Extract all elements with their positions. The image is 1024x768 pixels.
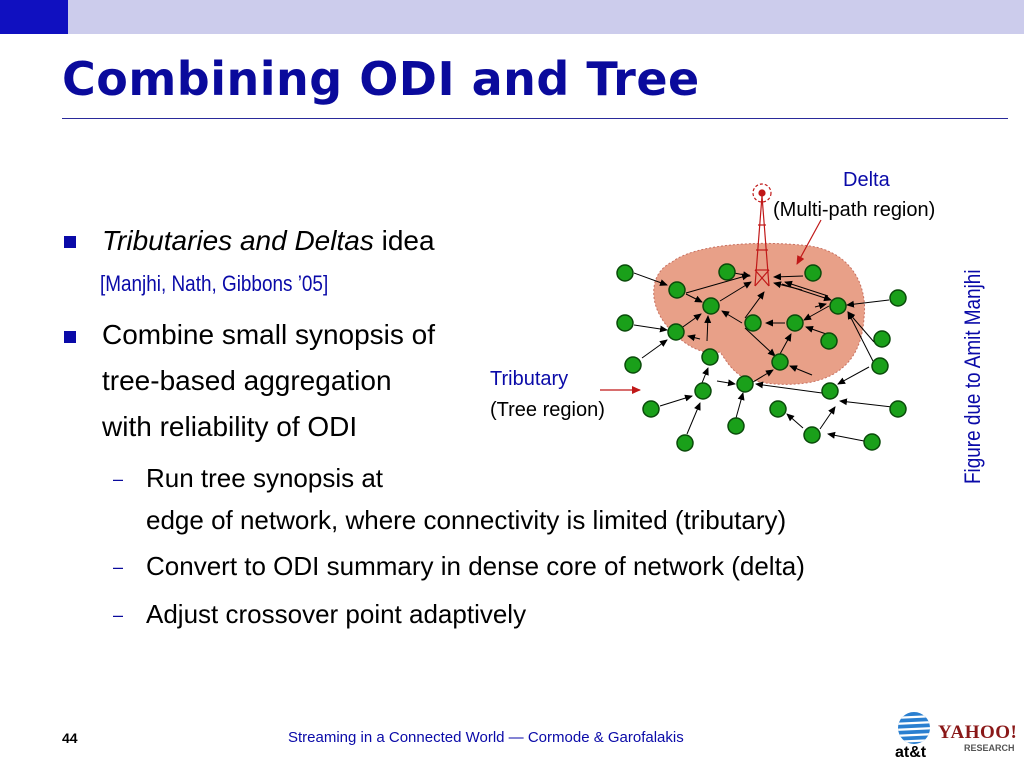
bullet-2-line-1: Combine small synopsis of [102, 319, 436, 350]
network-node [821, 382, 839, 400]
delta-sublabel: (Multi-path region) [773, 199, 936, 221]
network-node [803, 426, 821, 444]
link-arrow [716, 379, 736, 387]
link-arrow [837, 366, 870, 385]
link-arrow [701, 367, 709, 384]
link-arrow [735, 392, 745, 419]
network-node [889, 400, 907, 418]
bullet-square-icon [64, 236, 76, 248]
sub-bullet-1-line-1: Run tree synopsis at [146, 463, 384, 493]
link-arrow [846, 299, 890, 308]
tributary-label: Tributary [490, 368, 569, 390]
network-node [744, 314, 762, 332]
link-arrow [814, 302, 827, 310]
link-arrow [744, 291, 765, 319]
link-arrow [755, 381, 823, 394]
network-node [871, 357, 889, 375]
delta-label: Delta [843, 169, 890, 191]
link-arrow [733, 271, 751, 279]
network-node [727, 417, 745, 435]
header-band [0, 0, 1024, 34]
link-arrow [744, 327, 776, 357]
bullet-1-italic: Tributaries and Deltas [102, 225, 374, 256]
slide-title: Combining ODI and Tree [62, 52, 700, 106]
link-arrow [784, 280, 829, 297]
link-arrow [659, 394, 693, 407]
network-node [873, 330, 891, 348]
link-arrow [847, 311, 878, 370]
network-node [804, 264, 822, 282]
link-arrow [786, 413, 804, 429]
link-arrow [641, 339, 668, 359]
title-underline [62, 118, 1008, 119]
link-arrow [819, 406, 836, 430]
link-arrow [721, 310, 743, 324]
bullet-1-citation: [Manjhi, Nath, Gibbons ’05] [100, 271, 329, 296]
sub-bullet-2: Convert to ODI summary in dense core of … [146, 551, 805, 581]
link-arrow [839, 398, 893, 408]
network-node [642, 400, 660, 418]
network-node [676, 434, 694, 452]
link-arrow [685, 273, 750, 294]
network-node [752, 183, 772, 203]
bullet-1: Tributaries and Deltas idea [102, 227, 435, 255]
link-arrow [679, 313, 702, 330]
link-arrow [779, 333, 792, 355]
network-node [667, 323, 685, 341]
delta-region [653, 242, 866, 385]
att-logo: at&t [892, 708, 936, 764]
network-node [616, 314, 634, 332]
network-node [624, 356, 642, 374]
link-arrow [704, 315, 712, 342]
yahoo-research-text: RESEARCH [964, 743, 1015, 753]
network-node [758, 189, 766, 197]
network-node [771, 353, 789, 371]
network-node [889, 289, 907, 307]
sub-bullet-1-line-2: edge of network, where connectivity is l… [146, 505, 787, 535]
bullet-square-icon [64, 331, 76, 343]
link-arrow [633, 324, 668, 333]
network-node [820, 332, 838, 350]
figure-credit: Figure due to Amit Manjhi [960, 269, 985, 484]
network-node [701, 348, 719, 366]
link-arrow [827, 431, 865, 442]
link-arrow [633, 272, 668, 286]
antenna-tower-icon [752, 183, 772, 287]
network-node [694, 382, 712, 400]
network-node [863, 433, 881, 451]
att-logo-text: at&t [895, 744, 927, 761]
link-arrow [685, 293, 703, 303]
network-node [616, 264, 634, 282]
bullet-1-rest: idea [373, 225, 435, 256]
link-arrow [789, 365, 813, 376]
bullet-2-line-3: with reliability of ODI [102, 411, 358, 442]
footer-caption: Streaming in a Connected World — Cormode… [288, 729, 684, 746]
sub-bullet-dash-icon: – [113, 605, 124, 625]
network-node [702, 297, 720, 315]
network-node [829, 297, 847, 315]
sub-bullet-3: Adjust crossover point adaptively [146, 599, 527, 629]
link-arrow [781, 283, 832, 302]
yahoo-logo-text: YAHOO! [938, 722, 1018, 743]
link-arrow [773, 273, 804, 281]
link-arrow [752, 369, 774, 383]
delta-pointer-arrow [796, 219, 822, 265]
link-arrow [686, 402, 701, 435]
yahoo-research-logo: YAHOO! RESEARCH [938, 722, 1017, 753]
network-node [718, 263, 736, 281]
sub-bullet-dash-icon: – [113, 557, 124, 577]
tributary-sublabel: (Tree region) [490, 399, 605, 421]
network-node [736, 375, 754, 393]
page-number: 44 [62, 730, 78, 746]
link-arrow [719, 281, 752, 302]
header-accent-square [0, 0, 68, 34]
network-node [668, 281, 686, 299]
network-node [769, 400, 787, 418]
link-arrow [687, 334, 701, 342]
sub-bullet-dash-icon: – [113, 469, 124, 489]
network-node [786, 314, 804, 332]
bullet-2-line-2: tree-based aggregation [102, 365, 392, 396]
